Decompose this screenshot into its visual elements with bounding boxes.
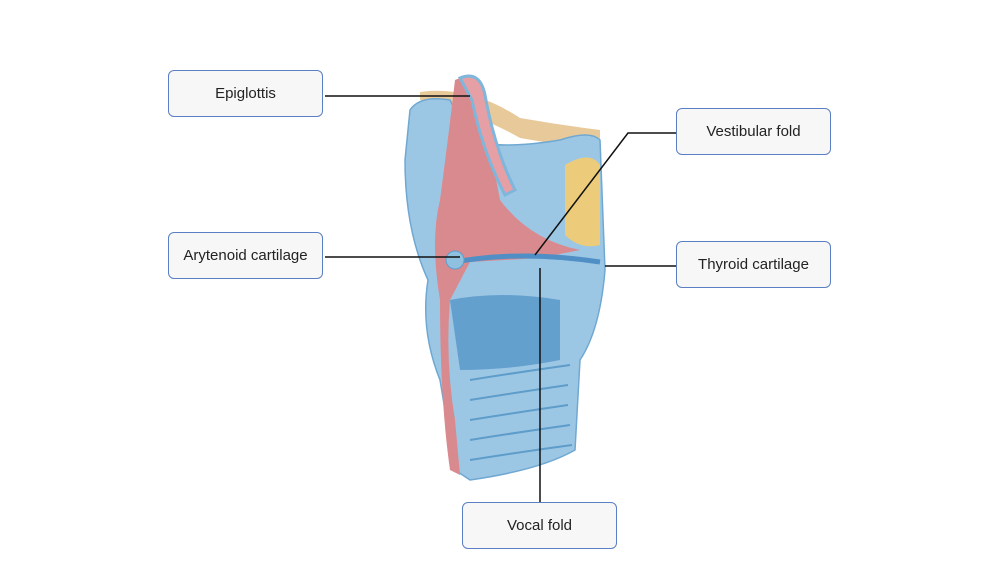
label-epiglottis[interactable]: Epiglottis (168, 70, 323, 117)
label-vocal-fold[interactable]: Vocal fold (462, 502, 617, 549)
trachea-rings (469, 364, 573, 461)
mucosa (435, 77, 580, 475)
larynx-body (404, 98, 606, 481)
epiglottis-shape (457, 74, 518, 198)
vestibular-fold-leader-line (534, 132, 676, 256)
vocal-fold-shape (454, 253, 601, 265)
label-arytenoid-cartilage[interactable]: Arytenoid cartilage (168, 232, 323, 279)
label-thyroid-cartilage[interactable]: Thyroid cartilage (676, 241, 831, 288)
fat-pad (565, 157, 600, 247)
cricoid-cartilage (450, 295, 560, 370)
label-vestibular-fold[interactable]: Vestibular fold (676, 108, 831, 155)
arytenoid-shape (445, 250, 465, 270)
